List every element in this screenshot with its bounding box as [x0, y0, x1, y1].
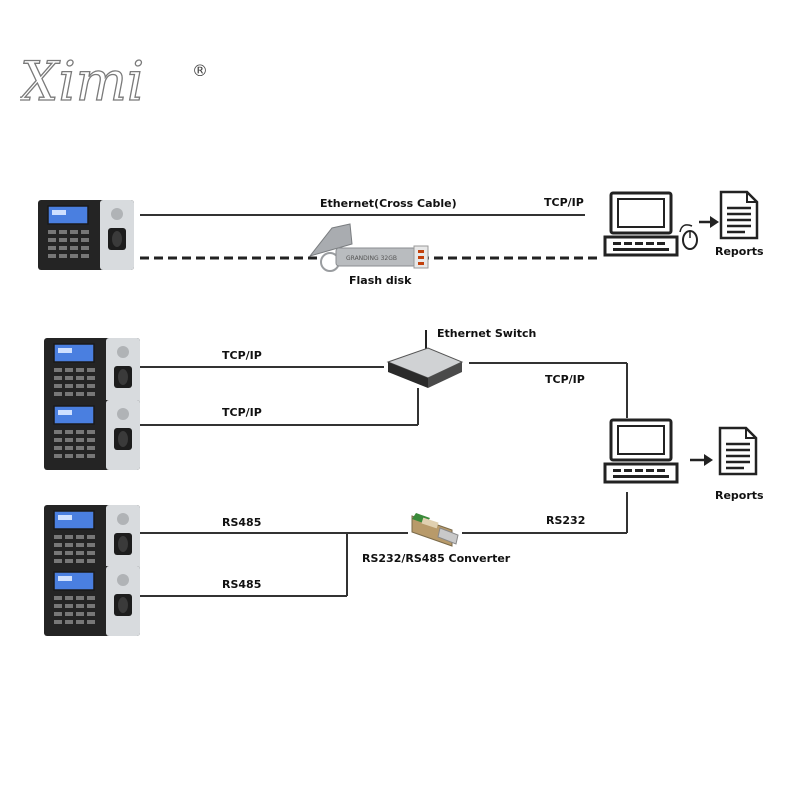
tcpip-label: TCP/IP	[545, 373, 585, 386]
converter-label: RS232/RS485 Converter	[362, 552, 511, 565]
ethernet-switch-icon	[386, 330, 464, 388]
flash-disk-label: Flash disk	[349, 274, 412, 287]
reports-label: Reports	[715, 489, 764, 502]
terminal-device	[43, 337, 141, 409]
ethernet-switch-label: Ethernet Switch	[437, 327, 537, 340]
tcpip-label: TCP/IP	[544, 196, 584, 209]
ethernet-cross-cable-label: Ethernet(Cross Cable)	[320, 197, 457, 210]
terminal-device	[43, 565, 141, 637]
registered-mark: ®	[192, 61, 208, 80]
report-icon	[719, 190, 759, 240]
reports-label: Reports	[715, 245, 764, 258]
rs232-label: RS232	[546, 514, 586, 527]
tcpip-label: TCP/IP	[222, 406, 262, 419]
flash-disk-icon: GRANDING 32GB	[308, 223, 429, 272]
ximi-logo: Ximi ®	[20, 52, 208, 112]
tcpip-label: TCP/IP	[222, 349, 262, 362]
svg-text:Ximi: Ximi	[20, 52, 144, 112]
rs232-rs485-converter-icon	[411, 513, 459, 547]
laptop-icon	[603, 191, 679, 257]
arrow-right-icon	[699, 216, 719, 228]
laptop-icon	[603, 418, 679, 484]
report-icon	[718, 426, 758, 476]
rs485-label: RS485	[222, 578, 262, 591]
terminal-device	[43, 399, 141, 471]
arrow-right-icon	[690, 454, 713, 466]
mouse-icon	[679, 224, 698, 250]
svg-text:GRANDING 32GB: GRANDING 32GB	[346, 255, 397, 262]
rs485-label: RS485	[222, 516, 262, 529]
terminal-device	[43, 504, 141, 576]
terminal-device	[37, 199, 135, 271]
